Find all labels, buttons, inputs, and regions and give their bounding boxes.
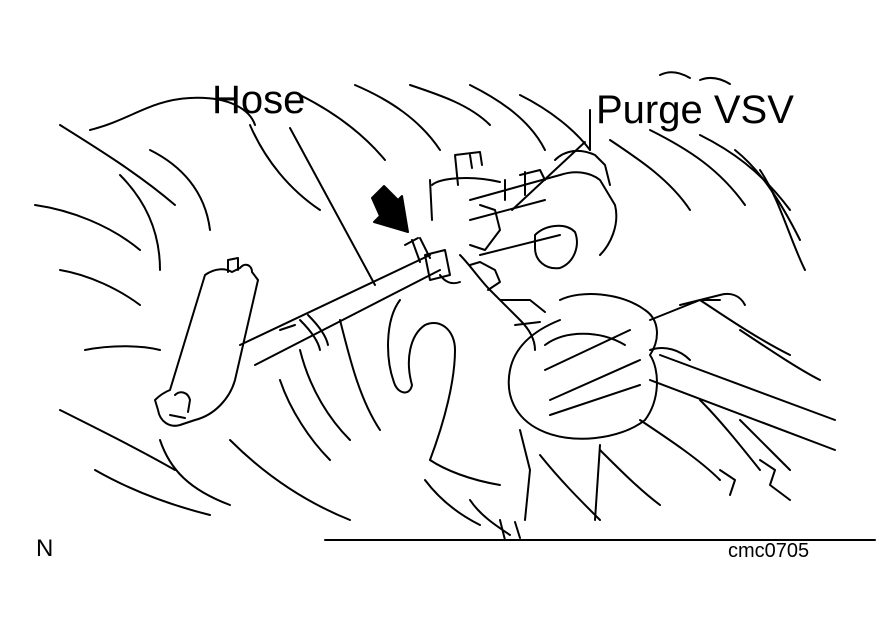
left-bracket (155, 258, 258, 426)
leader-lines (290, 128, 585, 285)
arrow-icon (372, 186, 408, 232)
engine-background-contours (35, 72, 820, 540)
purge-vsv-label: Purge VSV (596, 88, 794, 132)
view-code-label: N (36, 535, 54, 562)
hose-leader-line (290, 128, 375, 285)
purge-vsv-leader-line (512, 142, 585, 210)
canister-housing (509, 294, 835, 520)
purge-vsv (430, 110, 616, 350)
figure-code-label: cmc0705 (728, 540, 810, 562)
main-hose (240, 255, 440, 365)
hose-label: Hose (212, 78, 306, 122)
hook-bracket (388, 300, 500, 485)
hose-clamp (405, 238, 460, 283)
